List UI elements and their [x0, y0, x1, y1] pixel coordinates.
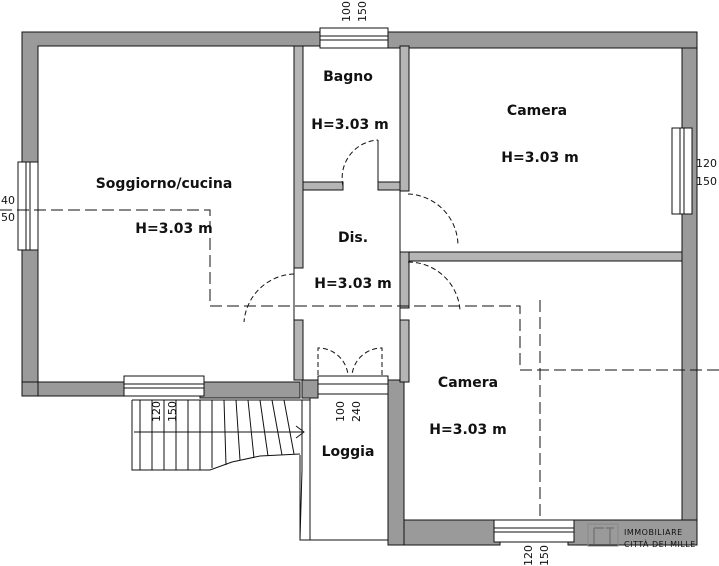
room-height-dis: H=3.03 m: [314, 276, 391, 292]
room-height-bagno: H=3.03 m: [311, 117, 388, 133]
window-height-left: 50: [1, 211, 15, 224]
window-height-top: 150: [356, 1, 369, 22]
door-width-loggia: 100: [334, 401, 347, 422]
room-name-camera-upper: Camera: [507, 103, 567, 119]
room-name-dis: Dis.: [338, 230, 368, 246]
outer-walls: [21, 31, 698, 546]
staircase: [131, 399, 311, 541]
window-width-right: 120: [696, 157, 717, 170]
logo-line-1: IMMOBILIARE: [624, 528, 683, 537]
room-height-camera-upper: H=3.03 m: [501, 150, 578, 166]
room-name-bagno: Bagno: [323, 69, 373, 85]
window-height-right: 150: [696, 175, 717, 188]
agency-logo: IMMOBILIARE CITTÀ DEI MILLE: [587, 523, 696, 549]
loggia-walls: [309, 398, 388, 541]
doors: [243, 139, 461, 376]
room-height-camera-lower: H=3.03 m: [429, 422, 506, 438]
window-width-bottom-left: 120: [150, 401, 163, 422]
window-width-top: 100: [340, 1, 353, 22]
room-name-soggiorno: Soggiorno/cucina: [96, 176, 233, 192]
door-height-loggia: 240: [350, 401, 363, 422]
room-height-soggiorno: H=3.03 m: [135, 221, 212, 237]
window-width-left: 40: [1, 194, 15, 207]
window-height-bottom-right: 150: [538, 545, 551, 566]
projection-lines: [0, 209, 719, 520]
window-width-bottom-right: 120: [522, 545, 535, 566]
window-openings: [17, 27, 693, 543]
room-name-camera-lower: Camera: [438, 375, 498, 391]
logo-line-2: CITTÀ DEI MILLE: [624, 538, 696, 549]
room-name-loggia: Loggia: [322, 444, 375, 460]
window-height-bottom-left: 150: [166, 401, 179, 422]
inner-walls: [293, 45, 683, 383]
door-leaves: [293, 191, 401, 320]
